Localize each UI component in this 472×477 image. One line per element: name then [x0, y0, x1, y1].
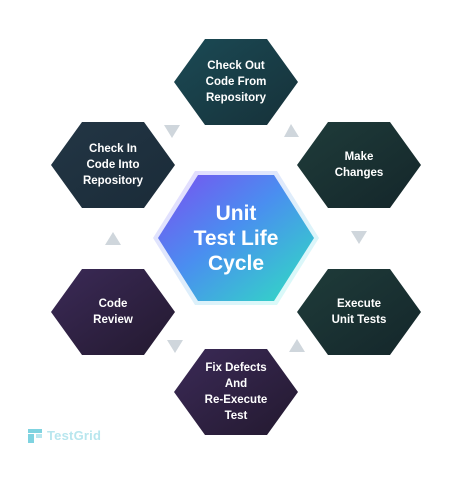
center-hex — [158, 175, 314, 301]
step-label-check-out: Check Out Code From Repository — [205, 60, 267, 104]
center-title: Unit Test Life Cycle — [193, 201, 279, 275]
step-label-execute-unit-tests: Execute Unit Tests — [331, 298, 387, 326]
logo-text: TestGrid — [47, 428, 102, 443]
arrow-icon — [164, 125, 180, 138]
arrow-icon — [105, 232, 121, 245]
arrow-icon — [167, 340, 183, 353]
hex-check-out — [174, 39, 298, 125]
testgrid-logo-icon — [28, 428, 42, 443]
step-label-check-in: Check In Code Into Repository — [82, 143, 144, 187]
hex-execute-unit-tests — [297, 269, 421, 355]
hex-check-in — [51, 122, 175, 208]
hex-make-changes — [297, 122, 421, 208]
hex-fix-defects — [174, 349, 298, 435]
arrow-icon — [284, 124, 299, 137]
arrow-icon — [289, 339, 305, 352]
testgrid-logo: TestGrid — [28, 428, 101, 443]
step-label-make-changes: Make Changes — [334, 151, 384, 179]
step-label-fix-defects: Fix Defects And Re-Execute Test — [204, 362, 268, 422]
arrow-icon — [351, 231, 367, 244]
step-label-code-review: Code Review — [93, 298, 133, 326]
hex-code-review — [51, 269, 175, 355]
